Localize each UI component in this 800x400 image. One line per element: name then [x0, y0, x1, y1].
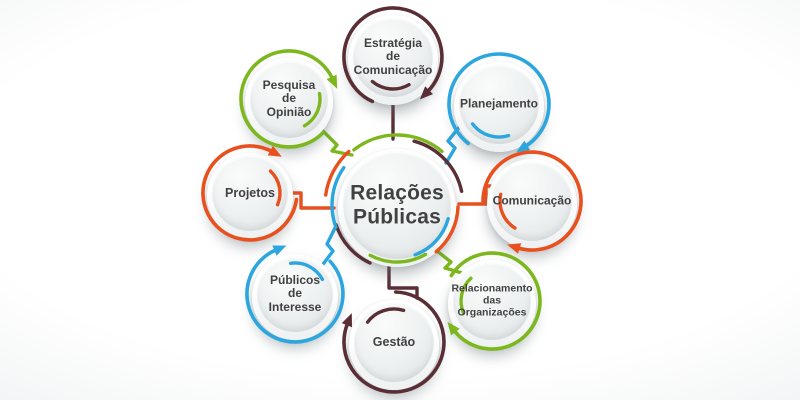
- connector-planejamento-to-center: [444, 123, 463, 165]
- node-circle-pesquisa-de-opiniao: [250, 60, 328, 138]
- label-line-2: Comunicação: [353, 62, 433, 77]
- label-line-1: das: [482, 294, 502, 307]
- label-line-1: de: [385, 49, 400, 64]
- label-line-0: Planejamento: [459, 96, 539, 111]
- ring-arrowhead-estrategia-de-comunicacao: [419, 86, 433, 100]
- label-line-2: Organizações: [457, 305, 527, 318]
- ring-arc-pesquisa-de-opiniao: [239, 49, 335, 149]
- ring-arrowhead-comunicacao: [507, 243, 522, 254]
- label-line-0: Estratégia: [363, 35, 423, 50]
- center-ring-arc-0-orange: [324, 149, 351, 197]
- connector-gestao-to-center: [387, 260, 419, 300]
- label-line-0: Projetos: [224, 186, 276, 200]
- center-ring-arc-2-maroon: [412, 139, 464, 193]
- node-circle-comunicacao: [492, 161, 572, 241]
- center-label-line-0: Relações: [350, 181, 444, 205]
- label-line-2: Opinião: [266, 104, 312, 119]
- center-ring-arc-6-maroon: [334, 223, 372, 265]
- ring-arc-planejamento: [447, 52, 551, 149]
- ring-arc-projetos: [201, 144, 299, 242]
- ring-inner-swoosh-estrategia-de-comunicacao: [370, 79, 411, 91]
- connector-publicos-to-center: [319, 224, 338, 269]
- center-ring-arc-5-green: [368, 252, 428, 264]
- label-line-0: Gestão: [372, 335, 416, 349]
- ring-arrowhead-publicos-de-interesse: [272, 245, 287, 256]
- ring-inner-swoosh-relacionamento-das-organizacoes: [459, 276, 473, 315]
- node-circle-projetos: [212, 155, 288, 231]
- ring-arc-relacionamento-das-organizacoes: [449, 251, 542, 351]
- label-line-0: Pesquisa: [262, 77, 316, 92]
- center-ring-arc-1-green: [352, 133, 444, 154]
- ring-arc-publicos-de-interesse: [245, 248, 345, 344]
- connector-projetos-to-center: [286, 191, 336, 210]
- ring-arc-estrategia-de-comunicacao: [342, 6, 444, 104]
- label-line-1: de: [287, 286, 303, 301]
- ring-arrowhead-gestao: [341, 313, 352, 328]
- ring-arc-gestao: [342, 290, 446, 394]
- center-ring-arc-3-orange: [434, 205, 460, 254]
- ring-inner-swoosh-pesquisa-de-opiniao: [302, 91, 322, 128]
- label-line-2: Interesse: [268, 299, 322, 314]
- node-circle-relacionamento-das-organizacoes: [453, 262, 531, 340]
- ring-inner-swoosh-gestao: [365, 307, 406, 324]
- ring-arrowhead-planejamento: [516, 140, 531, 153]
- node-circle-publicos-de-interesse: [257, 256, 333, 332]
- ring-arrowhead-projetos: [267, 145, 282, 157]
- ring-arrowhead-pesquisa-de-opiniao: [326, 74, 338, 89]
- center-ring-arc-4-blue: [413, 217, 450, 257]
- node-label-projetos: Projetos: [225, 186, 275, 200]
- label-line-0: Relacionamento: [451, 282, 533, 295]
- node-label-gestao: Gestão: [373, 335, 415, 349]
- center-circle: [343, 151, 451, 259]
- ring-arrowhead-relacionamento-das-organizacoes: [447, 321, 460, 336]
- ring-inner-swoosh-projetos: [268, 169, 282, 207]
- ring-inner-swoosh-comunicacao: [498, 192, 517, 230]
- ring-inner-swoosh-publicos-de-interesse: [289, 261, 325, 282]
- ring-arc-comunicacao: [481, 150, 583, 252]
- node-circle-estrategia-de-comunicacao: [353, 17, 433, 97]
- node-circle-gestao: [354, 302, 434, 382]
- connector-pesquisa-to-center: [317, 125, 354, 157]
- label-line-0: Públicos: [269, 272, 321, 287]
- center-label-line-1: Públicas: [353, 205, 441, 228]
- node-circle-planejamento: [459, 64, 539, 144]
- label-line-0: Comunicação: [492, 193, 572, 208]
- label-line-1: de: [281, 91, 297, 106]
- ring-inner-swoosh-planejamento: [470, 122, 511, 139]
- node-label-comunicacao: Comunicação: [492, 193, 572, 208]
- node-label-planejamento: Planejamento: [459, 96, 539, 111]
- center-ring-arc-7-blue: [330, 166, 346, 229]
